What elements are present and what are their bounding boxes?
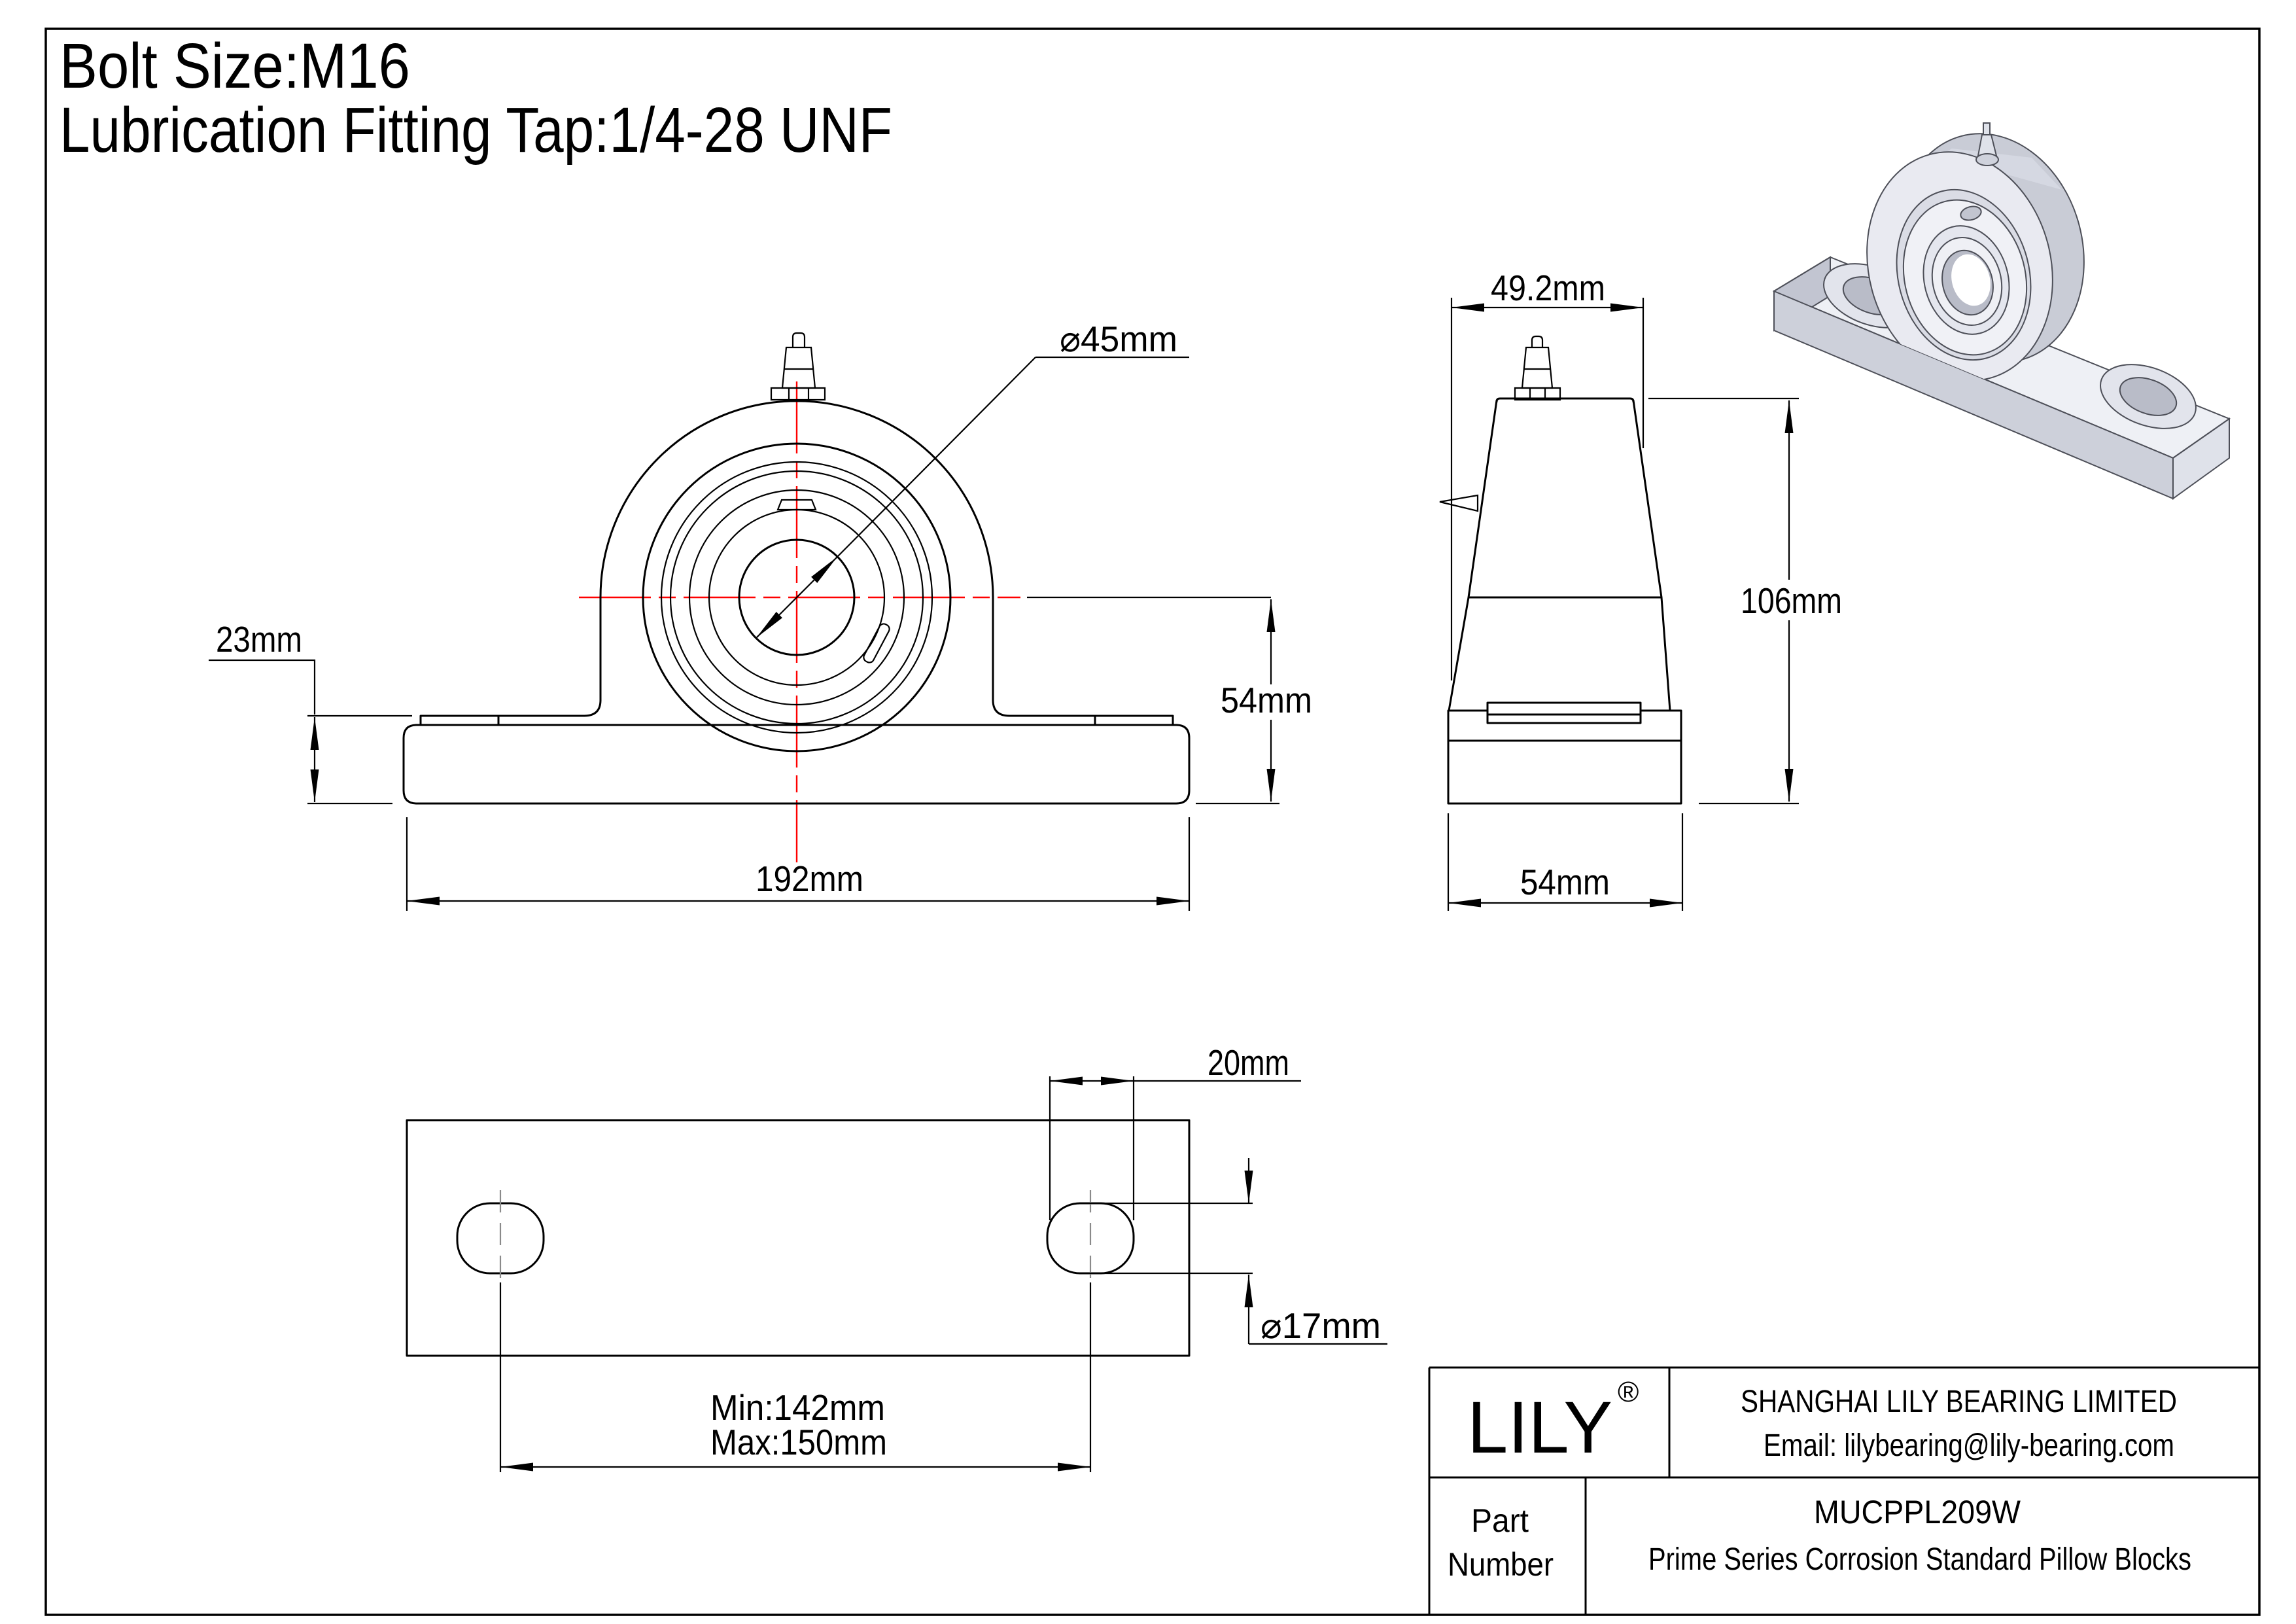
iso-arch-group: [1866, 133, 2085, 381]
company-name: SHANGHAI LILY BEARING LIMITED: [1741, 1385, 2177, 1419]
base-thickness-leader: [209, 659, 316, 715]
front-view: ⌀45mm 23mm 54mm 192mm: [209, 319, 1319, 911]
top-width-label: 49.2mm: [1491, 268, 1605, 308]
dim-base-width: 54mm: [1447, 813, 1684, 911]
center-height-label-bg: [1215, 684, 1319, 720]
header-notes: Bolt Size:M16 Lubrication Fitting Tap:1/…: [60, 30, 892, 166]
isometric-view: [1772, 122, 2231, 500]
part-label-line2: Number: [1448, 1546, 1554, 1583]
total-height-label: 106mm: [1741, 580, 1842, 621]
note-lubrication: Lubrication Fitting Tap:1/4-28 UNF: [60, 94, 892, 166]
note-bolt-size: Bolt Size:M16: [60, 30, 410, 101]
side-left-edge: [1448, 399, 1498, 712]
iso-grease-fitting: [1975, 122, 1999, 166]
bottom-view: 20mm ⌀17mm Min:142mm Max:150mm: [406, 1042, 1387, 1472]
housing-circle: [642, 442, 952, 752]
slot-width-label: 20mm: [1208, 1042, 1289, 1083]
bore-dim-label: ⌀45mm: [1060, 319, 1177, 359]
side-fitting-nut: [1514, 387, 1561, 401]
dim-base-length: 192mm: [406, 817, 1191, 911]
side-fitting-stem: [1521, 346, 1554, 389]
outer-ring-circle: [669, 470, 924, 725]
dim-slot-width: 20mm: [1049, 1042, 1301, 1220]
bore-circle: [738, 538, 856, 656]
sheet-border: [44, 27, 2261, 1616]
product-line: Prime Series Corrosion Standard Pillow B…: [1648, 1542, 2191, 1577]
center-height-label: 54mm: [1221, 680, 1312, 720]
registered-mark: ®: [1618, 1376, 1639, 1408]
base-width-label: 54mm: [1520, 862, 1610, 902]
base-length-label: 192mm: [756, 858, 863, 899]
dim-bolt-spacing: Min:142mm Max:150mm: [500, 1387, 1090, 1472]
iso-bore-highlight: [1951, 254, 1991, 306]
right-shoulder-fillet: [992, 699, 1011, 717]
bearing-circles: [642, 442, 952, 752]
side-view: 49.2mm 106mm 54mm: [1439, 268, 1847, 911]
title-block: LILY ® SHANGHAI LILY BEARING LIMITED Ema…: [1428, 1366, 2259, 1615]
side-right-edge: [1632, 399, 1671, 712]
iso-right-slot: [2100, 364, 2197, 429]
right-lip: [1008, 715, 1174, 726]
company-email: Email: lilybearing@lily-bearing.com: [1764, 1428, 2174, 1463]
side-fitting-tip: [1531, 335, 1544, 347]
bottom-plate-outline: [406, 1119, 1191, 1357]
bolt-spacing-min-label: Min:142mm: [710, 1387, 885, 1428]
part-label-line1: Part: [1471, 1502, 1529, 1539]
title-block-grid: [1428, 1366, 2259, 1615]
set-screw: [776, 499, 817, 511]
raceway-circle: [688, 489, 905, 706]
iso-fitting-nut: [1975, 153, 1999, 166]
grease-fitting-front: [770, 332, 826, 401]
side-locking-tab: [1439, 494, 1479, 512]
bolt-spacing-max-label: Max:150mm: [710, 1422, 887, 1462]
dim-slot-diameter: ⌀17mm: [1079, 1158, 1387, 1346]
bore-diameter-arrow: [756, 556, 838, 639]
left-lip: [419, 715, 585, 726]
side-pad: [1486, 701, 1642, 724]
locking-tab: [863, 623, 890, 663]
dim-base-thickness: 23mm: [209, 619, 412, 805]
iso-base-right-face: [2172, 417, 2230, 500]
fitting-nipple-tip: [791, 332, 806, 347]
fitting-stem: [781, 346, 816, 389]
grease-fitting-side: [1514, 335, 1561, 401]
dim-top-width: 49.2mm: [1450, 268, 1644, 680]
lily-logo: LILY: [1467, 1386, 1612, 1468]
housing-groove-circle: [660, 461, 933, 734]
base-thickness-label: 23mm: [216, 619, 302, 660]
slot-dia-label: ⌀17mm: [1261, 1305, 1381, 1346]
total-height-label-bg: [1735, 580, 1847, 620]
front-base-plate: [402, 724, 1191, 805]
iso-set-screw-hole: [1960, 205, 1982, 221]
bore-leader: [837, 357, 1036, 557]
iso-fitting-tip: [1983, 122, 1991, 135]
side-base-block: [1447, 709, 1682, 805]
left-shoulder-fillet: [583, 699, 602, 717]
dim-center-height: 54mm: [1027, 596, 1319, 805]
part-number-value: MUCPPL209W: [1814, 1494, 2021, 1530]
base-length-label-bg: [750, 862, 870, 899]
iso-right-hole: [2119, 377, 2178, 416]
dim-total-height: 106mm: [1648, 397, 1847, 805]
dome-arc: [599, 400, 994, 701]
dim-bore: ⌀45mm: [756, 319, 1189, 639]
fitting-nut: [770, 387, 826, 401]
